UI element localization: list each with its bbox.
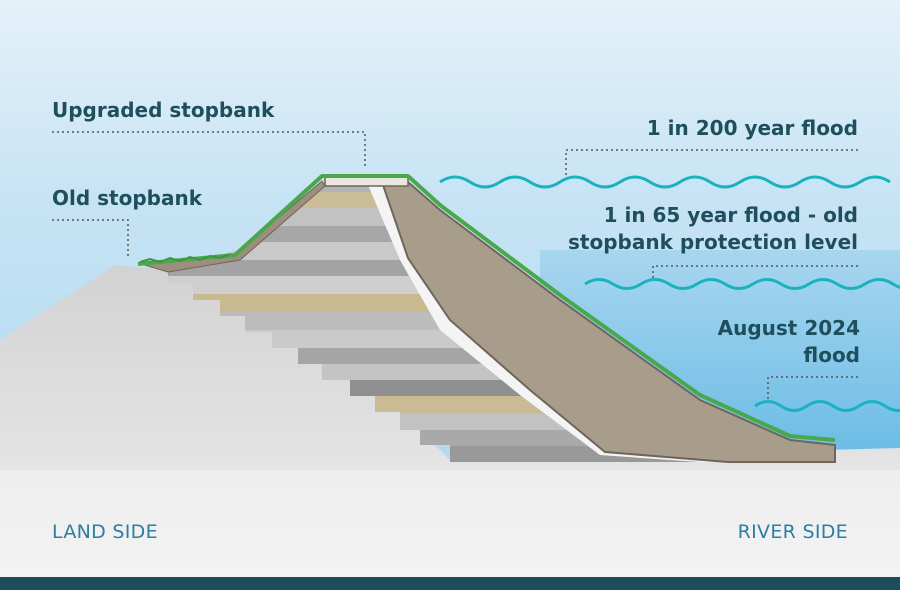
old-stopbank-label: Old stopbank xyxy=(52,186,203,210)
flood-200-leader xyxy=(565,149,858,176)
august-2024-wave xyxy=(754,400,900,412)
flood-65-wave xyxy=(584,278,900,290)
old-stopbank-leader xyxy=(52,219,129,258)
land-side-label: LAND SIDE xyxy=(52,521,158,543)
august-2024-label-line2: flood xyxy=(803,343,860,367)
flood-200-label: 1 in 200 year flood xyxy=(646,116,858,140)
upgraded-stopbank-leader xyxy=(52,131,366,167)
flood-65-leader xyxy=(652,265,858,278)
crest-cap xyxy=(324,176,409,187)
footer-bar xyxy=(0,577,900,590)
grass-tufts xyxy=(139,253,231,264)
clay-facing xyxy=(381,180,836,463)
august-2024-label-line1: August 2024 xyxy=(717,316,860,340)
river-side-label: RIVER SIDE xyxy=(737,521,848,543)
flood-65-label-line2: stopbank protection level xyxy=(568,230,858,254)
flood-200-wave xyxy=(439,175,891,189)
upgraded-stopbank-label: Upgraded stopbank xyxy=(52,98,275,122)
flood-65-label-line1: 1 in 65 year flood - old xyxy=(603,203,858,227)
filter-layer xyxy=(368,185,728,462)
ground-fade xyxy=(0,470,900,580)
august-2024-leader xyxy=(767,376,858,400)
grass-top xyxy=(137,174,836,442)
